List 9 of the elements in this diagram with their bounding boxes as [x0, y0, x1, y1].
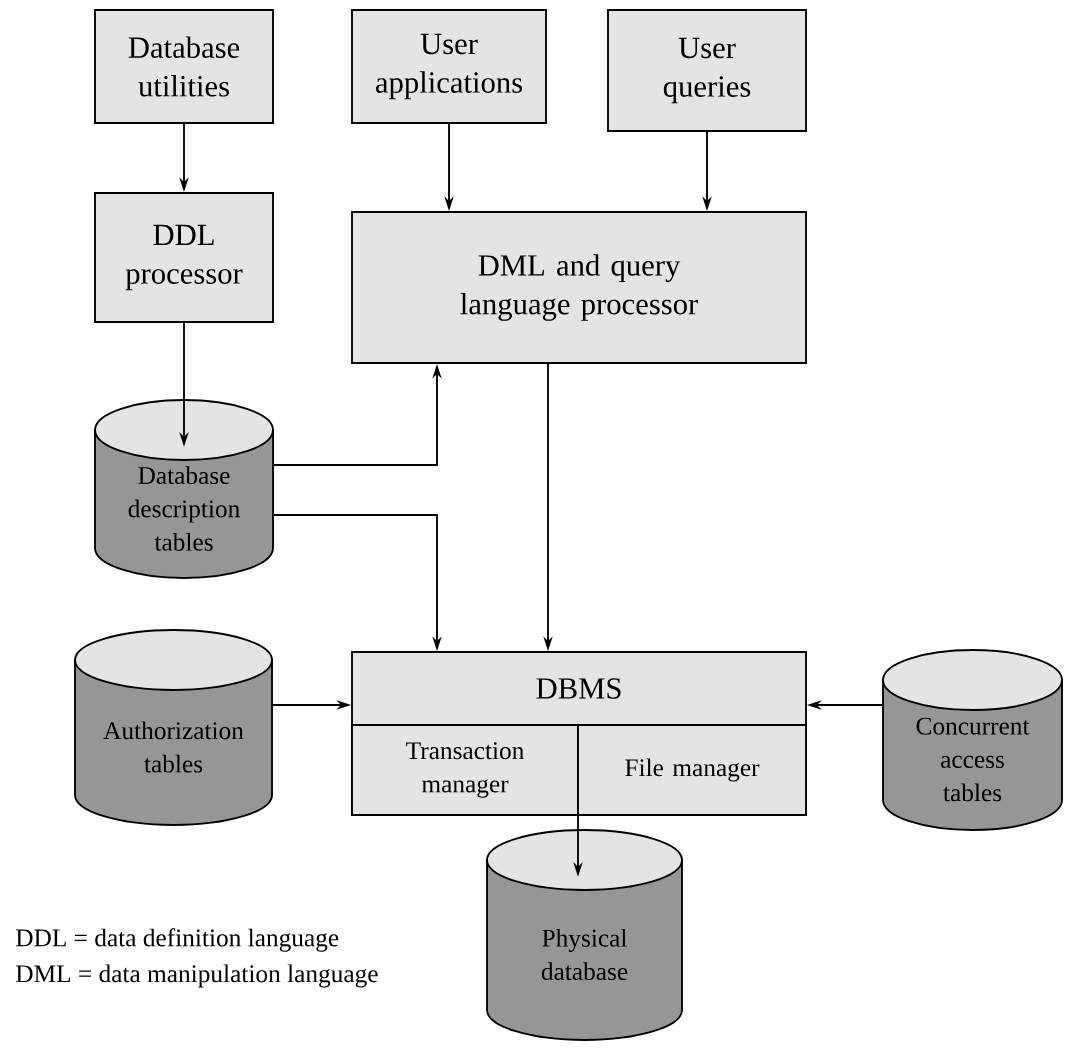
section-cell: File manager — [577, 724, 807, 816]
section-cell: Transaction manager — [351, 724, 579, 816]
process-box: User applications — [351, 9, 547, 124]
legend-note: DDL = data definition language — [16, 928, 339, 952]
process-box: Database utilities — [94, 9, 274, 124]
process-box: DML and query language processor — [351, 211, 807, 364]
process-box: DDL processor — [94, 192, 274, 323]
process-box: User queries — [607, 9, 807, 132]
legend-note: DML = data manipulation language — [16, 964, 378, 988]
